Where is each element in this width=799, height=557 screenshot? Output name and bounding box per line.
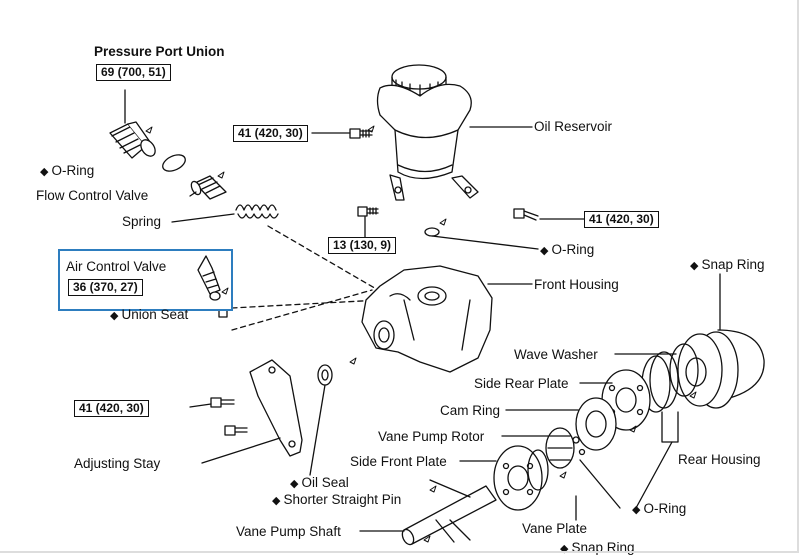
label-oil-seal: ◆Oil Seal [290,475,349,492]
label-text: Snap Ring [701,257,765,272]
oil-seal-part [317,364,333,386]
label-oil-reservoir: Oil Reservoir [534,119,613,134]
reservoir-bolt-part [311,128,373,139]
o-ring-left-part [162,154,186,172]
frame-edge-right [797,0,799,553]
flow-control-valve-part [189,175,227,200]
torque-stay-bolt: 41 (420, 30) [74,400,149,417]
label-o-ring-right: ◆O-Ring [632,501,686,518]
diamond-marker: ◆ [540,245,549,257]
torque-right-bolt: 41 (420, 30) [584,211,659,228]
wave-washer-part [669,343,699,397]
torque-reservoir-bolt: 41 (420, 30) [233,125,308,142]
diamond-marker: ◆ [40,166,49,178]
stay-bolt-part [189,397,248,436]
diamond-marker: ◆ [272,495,281,507]
label-text: Shorter Straight Pin [283,492,402,507]
label-cam-ring: Cam Ring [440,403,501,418]
label-vane-pump-shaft: Vane Pump Shaft [236,524,341,539]
label-front-housing: Front Housing [534,277,619,292]
spring-part [235,204,279,219]
pressure-port-union-part [109,89,156,159]
label-text: O-Ring [551,242,595,257]
o-ring-mid-part [424,227,440,237]
rear-housing-part [677,331,739,409]
label-text: Union Seat [121,307,189,322]
torque-air-control-valve: 36 (370, 27) [68,279,143,296]
label-side-rear-plate: Side Rear Plate [474,376,569,391]
label-text: Oil Seal [301,475,349,490]
label-vane-pump-rotor: Vane Pump Rotor [378,429,485,444]
label-pressure-port-union: Pressure Port Union [94,44,225,59]
front-housing-part [361,265,533,373]
label-o-ring-left: ◆O-Ring [40,163,94,180]
side-front-plate-part [493,445,543,511]
diamond-marker: ◆ [632,504,641,516]
label-adjusting-stay: Adjusting Stay [74,456,161,471]
label-side-front-plate: Side Front Plate [350,454,447,469]
label-snap-ring-bottom: ◆Snap Ring [560,540,635,557]
label-vane-plate: Vane Plate [522,521,588,536]
label-air-control-valve: Air Control Valve [66,259,167,274]
union-seat-part [218,309,228,318]
vane-pump-rotor-part [545,427,586,469]
air-control-valve-highlight [58,249,233,311]
label-snap-ring-top: ◆Snap Ring [690,257,765,274]
torque-pressure-port-union: 69 (700, 51) [96,64,171,81]
label-spring: Spring [122,214,162,229]
diamond-marker: ◆ [290,478,299,490]
label-union-seat: ◆Union Seat [110,307,188,324]
label-rear-housing: Rear Housing [678,452,761,467]
label-o-ring-mid: ◆O-Ring [540,242,594,259]
oil-reservoir-part [376,64,533,201]
diamond-marker: ◆ [110,310,119,322]
right-bolt-part [513,208,585,221]
adjusting-stay-part [249,359,303,457]
air-control-valve-part [197,255,221,301]
snap-ring-top-part [717,329,765,401]
cam-ring-part [575,397,617,451]
label-shorter-straight-pin: ◆Shorter Straight Pin [272,492,401,509]
label-flow-control-valve: Flow Control Valve [36,188,149,203]
label-text: O-Ring [51,163,95,178]
frame-edge-bottom [0,551,799,553]
mid-bolt-part [357,206,379,238]
diamond-marker: ◆ [690,260,699,272]
torque-mid-bolt: 13 (130, 9) [328,237,397,254]
diamond-marker: ◆ [560,543,569,555]
vane-pump-shaft-part [401,485,497,546]
label-wave-washer: Wave Washer [514,347,598,362]
label-text: O-Ring [643,501,687,516]
